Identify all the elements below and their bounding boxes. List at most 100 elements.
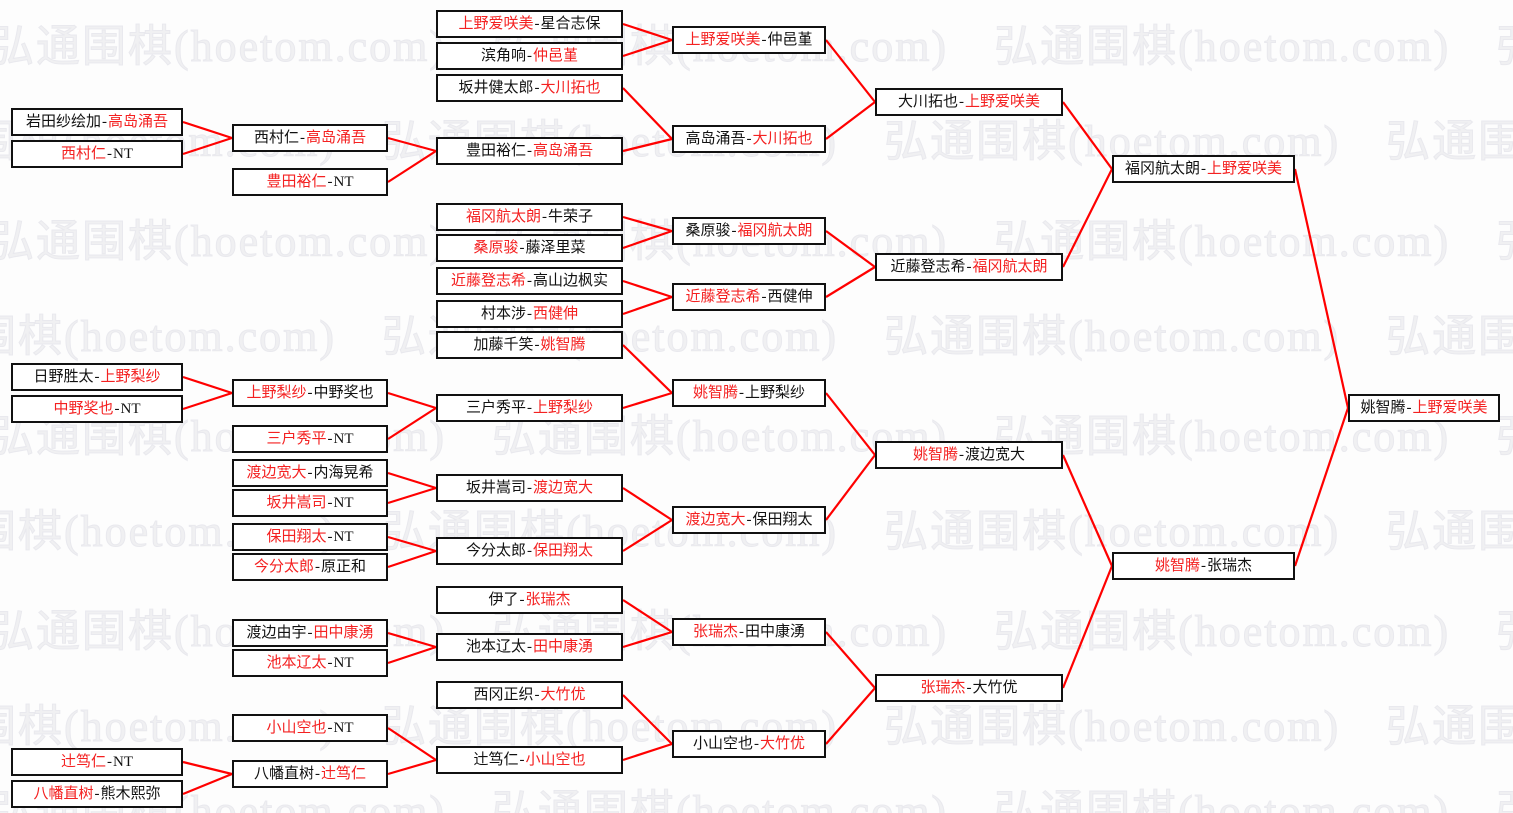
match-box[interactable]: 豊田裕仁-高岛涌吾 <box>436 137 623 165</box>
match-box[interactable]: 三户秀平-NT <box>232 425 388 453</box>
match-box[interactable]: 坂井健太郎-大川拓也 <box>436 74 623 102</box>
bracket-connector <box>622 87 673 140</box>
match-box[interactable]: 桑原骏-福冈航太朗 <box>672 217 826 245</box>
player-right: 内海晃希 <box>313 464 374 481</box>
match-box[interactable]: 池本辽太-NT <box>232 649 388 677</box>
player-right: 牛荣子 <box>548 208 594 225</box>
match-box[interactable]: 姚智腾-上野爱咲美 <box>1348 394 1500 422</box>
match-box[interactable]: 辻笃仁-NT <box>11 748 183 776</box>
match-box[interactable]: 上野爱咲美-仲邑堇 <box>672 26 826 54</box>
player-right: 藤泽里菜 <box>525 239 586 256</box>
player-left: 今分太郎 <box>253 558 314 575</box>
match-box[interactable]: 桑原骏-藤泽里菜 <box>436 234 623 262</box>
match-box[interactable]: 西村仁-高岛涌吾 <box>232 124 388 152</box>
player-separator: - <box>761 31 767 48</box>
match-box[interactable]: 伊了-张瑞杰 <box>436 586 623 614</box>
match-box[interactable]: 近藤登志希-高山边枫实 <box>436 267 623 295</box>
match-box[interactable]: 姚智腾-渡边宽大 <box>875 441 1063 469</box>
bracket-connector <box>622 137 673 153</box>
match-box[interactable]: 今分太郎-原正和 <box>232 553 388 581</box>
match-box[interactable]: 豊田裕仁-NT <box>232 168 388 196</box>
match-box[interactable]: 村本涉-西健伸 <box>436 300 623 328</box>
match-box[interactable]: 姚智腾-张瑞杰 <box>1112 552 1295 580</box>
player-right: NT <box>333 528 354 545</box>
player-right: 原正和 <box>321 558 367 575</box>
match-box[interactable]: 姚智腾-上野梨纱 <box>672 379 826 407</box>
match-box[interactable]: 西冈正织-大竹优 <box>436 681 623 709</box>
match-box[interactable]: 池本辽太-田中康湧 <box>436 633 623 661</box>
bracket-connector <box>387 407 437 440</box>
bracket-connector <box>825 266 876 298</box>
player-separator: - <box>731 222 737 239</box>
match-box[interactable]: 上野梨纱-中野奖也 <box>232 379 388 407</box>
player-right: 姚智腾 <box>540 336 586 353</box>
match-box[interactable]: 坂井嵩司-NT <box>232 489 388 517</box>
player-right: 田中康湧 <box>313 624 374 641</box>
player-left: 姚智腾 <box>1154 557 1200 574</box>
bracket-connector <box>622 344 673 394</box>
match-box[interactable]: 八幡直树-辻笃仁 <box>232 760 388 788</box>
player-left: 三户秀平 <box>465 399 526 416</box>
bracket-connector <box>622 519 673 552</box>
player-separator: - <box>739 623 744 640</box>
match-box[interactable]: 张瑞杰-大竹优 <box>875 674 1063 702</box>
match-box[interactable]: 近藤登志希-西健伸 <box>672 283 826 311</box>
match-box[interactable]: 小山空也-大竹优 <box>672 730 826 758</box>
player-right: 上野爱咲美 <box>965 93 1041 110</box>
match-box[interactable]: 三户秀平-上野梨纱 <box>436 394 623 422</box>
match-box[interactable]: 渡边宽大-保田翔太 <box>672 506 826 534</box>
player-separator: - <box>966 258 972 275</box>
match-box[interactable]: 保田翔太-NT <box>232 523 388 551</box>
player-separator: - <box>754 735 759 752</box>
player-right: 大竹优 <box>972 679 1018 696</box>
player-right: NT <box>333 494 354 511</box>
match-box[interactable]: 日野胜太-上野梨纱 <box>11 363 183 391</box>
bracket-connector <box>622 38 673 58</box>
match-box[interactable]: 近藤登志希-福冈航太朗 <box>875 253 1063 281</box>
match-box[interactable]: 渡边由宇-田中康湧 <box>232 619 388 647</box>
player-right: 福冈航太朗 <box>972 258 1048 275</box>
player-separator: - <box>534 336 540 353</box>
match-box[interactable]: 高岛涌吾-大川拓也 <box>672 125 826 153</box>
player-right: 张瑞杰 <box>525 591 571 608</box>
match-box[interactable]: 小山空也-NT <box>232 714 388 742</box>
player-left: 张瑞杰 <box>920 679 966 696</box>
player-right: 保田翔太 <box>533 542 594 559</box>
match-box[interactable]: 张瑞杰-田中康湧 <box>672 618 826 646</box>
match-box[interactable]: 福冈航太朗-牛荣子 <box>436 203 623 231</box>
match-box[interactable]: 上野爱咲美-星合志保 <box>436 10 623 38</box>
player-left: 小山空也 <box>692 735 753 752</box>
match-box[interactable]: 辻笃仁-小山空也 <box>436 746 623 774</box>
player-right: NT <box>333 719 354 736</box>
match-box[interactable]: 福冈航太朗-上野爱咲美 <box>1112 155 1295 183</box>
match-box[interactable]: 今分太郎-保田翔太 <box>436 537 623 565</box>
match-box[interactable]: 坂井嵩司-渡边宽大 <box>436 474 623 502</box>
match-box[interactable]: 西村仁-NT <box>11 140 183 168</box>
player-separator: - <box>327 719 333 736</box>
player-left: 近藤登志希 <box>450 272 526 289</box>
player-left: 八幡直树 <box>253 765 314 782</box>
match-box[interactable]: 大川拓也-上野爱咲美 <box>875 88 1063 116</box>
player-separator: - <box>534 79 540 96</box>
player-left: 伊了 <box>488 591 519 608</box>
player-left: 渡边宽大 <box>246 464 307 481</box>
bracket-connector <box>387 471 437 490</box>
player-separator: - <box>1201 160 1206 177</box>
bracket-connector <box>387 136 437 153</box>
player-left: 辻笃仁 <box>60 753 106 770</box>
player-left: 上野爱咲美 <box>458 15 534 32</box>
player-left: 坂井健太郎 <box>458 79 534 96</box>
bracket-connector <box>387 391 437 410</box>
match-box[interactable]: 渡边宽大-内海晃希 <box>232 459 388 487</box>
match-box[interactable]: 加藤千笑-姚智腾 <box>436 331 623 359</box>
bracket-connector <box>1062 168 1113 268</box>
player-left: 滨角响 <box>480 47 526 64</box>
match-box[interactable]: 中野奖也-NT <box>11 395 183 423</box>
match-box[interactable]: 滨角响-仲邑堇 <box>436 42 623 70</box>
bracket-connector <box>387 549 437 569</box>
player-left: 村本涉 <box>480 305 526 322</box>
match-box[interactable]: 八幡直树-熊木熙弥 <box>11 780 183 808</box>
match-box[interactable]: 岩田纱绘加-高岛涌吾 <box>11 108 183 136</box>
player-left: 坂井嵩司 <box>465 479 526 496</box>
